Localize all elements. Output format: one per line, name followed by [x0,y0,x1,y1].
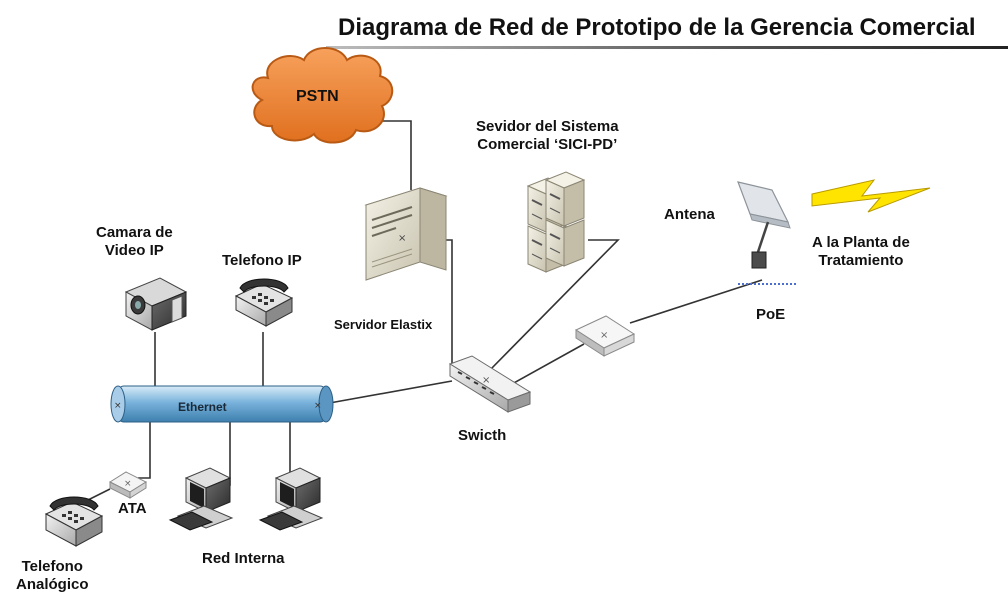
poe-label: PoE [756,306,786,323]
elastix-label: Servidor Elastix [334,317,433,332]
antenna-icon [737,181,796,285]
pc-icon-2 [258,467,324,531]
ip-camera-label: Camara de Video IP [96,224,173,259]
link-pstn-elastix [366,120,412,190]
ata-device-icon: × [108,471,148,499]
link-switch-poe [511,343,585,385]
elastix-server-icon: × [364,187,448,281]
switch-label: Swicth [458,427,507,444]
ip-phone-icon [234,278,294,327]
pstn-label: PSTN [296,88,339,105]
lightning-bolt-icon [811,179,931,213]
diagram-title: Diagrama de Red de Prototipo de la Geren… [338,14,976,41]
antenna-label: Antena [664,206,715,223]
poe-device-icon: × [574,315,636,357]
svg-text:×: × [482,375,490,386]
svg-text:×: × [114,401,122,411]
link-ata-analog [87,488,111,501]
svg-text:×: × [398,233,406,244]
plant-label: A la Planta de Tratamiento [812,234,910,269]
link-sici-switch [487,239,620,373]
link-ethernet-ata [138,420,151,479]
links [87,120,763,501]
svg-text:×: × [600,330,608,341]
svg-text:×: × [314,401,322,411]
sici-server-label: Sevidor del Sistema Comercial ‘SICI-PD’ [476,118,619,153]
ata-label: ATA [118,500,147,517]
analog-phone-icon [44,496,104,547]
ip-phone-label: Telefono IP [222,252,302,269]
ip-camera-icon [124,277,188,331]
pc-icon-1 [168,467,234,531]
link-poe-antenna [629,279,763,324]
analog-phone-label: Telefono Analógico [16,558,89,593]
ethernet-bus: × × [110,385,334,423]
switch-icon: × [448,355,532,413]
svg-text:×: × [124,479,132,489]
ethernet-label: Ethernet [178,400,227,414]
title-underline [326,46,1008,49]
pstn-cloud [251,47,394,144]
link-ethernet-switch [323,380,453,405]
sici-server-rack-icon [526,171,586,273]
internal-network-label: Red Interna [202,550,285,567]
